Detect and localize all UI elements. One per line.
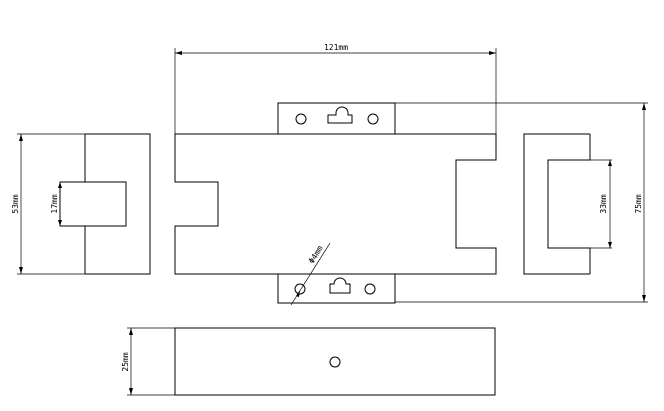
bottom-view	[127, 327, 496, 396]
left-end-view	[17, 133, 151, 275]
main-front-view	[174, 48, 497, 306]
dim-slot-right: 33mm	[599, 194, 608, 213]
dim-hole-diameter: Φ4mm	[307, 244, 325, 265]
dim-width-top: 121mm	[324, 43, 348, 52]
dim-slot-left: 17mm	[50, 194, 59, 213]
right-end-view	[395, 102, 648, 303]
dim-height-bottom: 25mm	[121, 352, 130, 371]
dim-height-left: 53mm	[11, 194, 20, 213]
dim-height-right: 75mm	[634, 194, 643, 213]
